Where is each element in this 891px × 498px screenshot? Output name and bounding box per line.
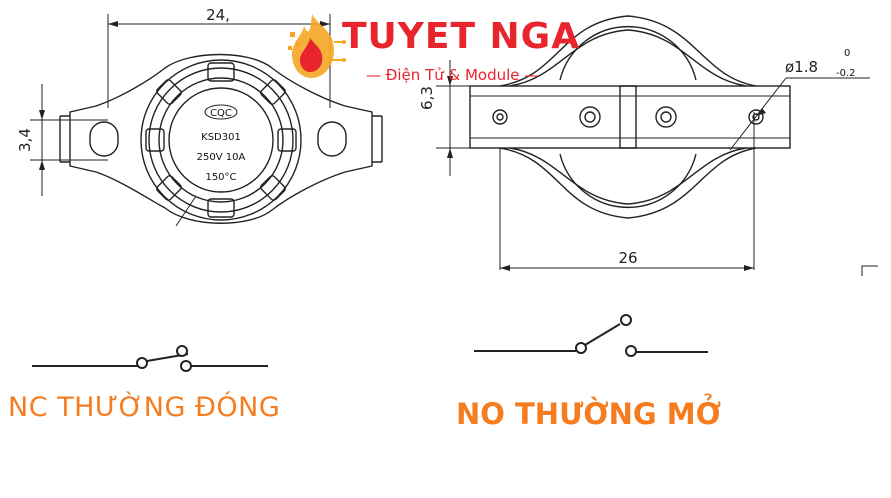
marking-rating: 250V 10A	[197, 152, 246, 163]
nc-label: NC THƯỜNG ĐÓNG	[8, 392, 281, 423]
no-switch-symbol	[474, 314, 708, 357]
logo-tagline: — Điện Tử & Module —	[366, 66, 540, 84]
marking-model: KSD301	[201, 132, 241, 143]
hole-dimension: 3,4	[16, 128, 34, 152]
nc-switch-symbol	[32, 345, 268, 372]
no-label: NO THƯỜNG MỞ	[456, 397, 721, 431]
flame-circuit-icon	[288, 14, 346, 78]
height-dimension: 6,3	[418, 86, 436, 110]
marking-temp: 150°C	[205, 172, 236, 183]
logo-title: TUYET NGA	[342, 16, 581, 57]
length-dimension: 26	[618, 249, 637, 267]
brand-logo: TUYET NGA — Điện Tử & Module —	[288, 10, 588, 90]
side-view	[436, 15, 878, 276]
front-view	[30, 14, 383, 227]
tolerance-lower: -0.2	[836, 68, 856, 79]
hole-diameter-dimension: ø1.8	[785, 58, 818, 76]
tolerance-upper: 0	[844, 48, 850, 59]
marking-brand: CQC	[210, 108, 232, 119]
width-dimension: 24,	[206, 6, 230, 24]
